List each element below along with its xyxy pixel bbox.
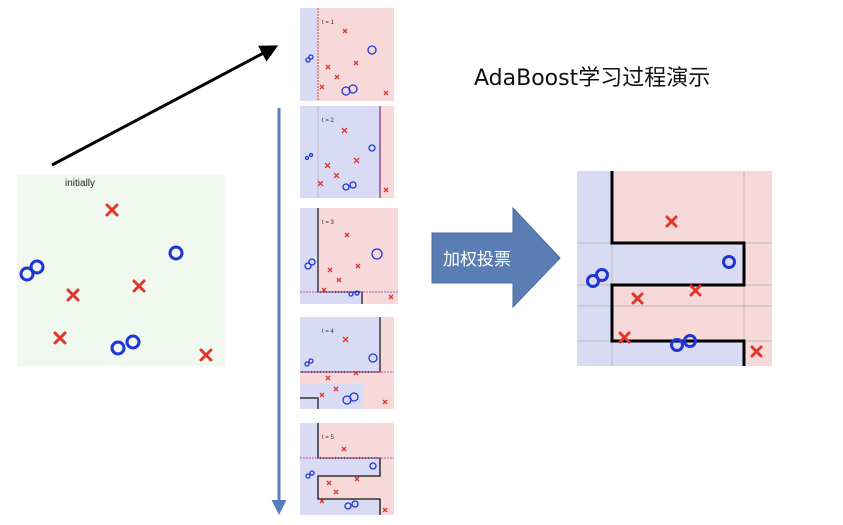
initial-panel — [17, 175, 225, 366]
initial-label: initially — [65, 178, 96, 189]
cross-marker — [53, 331, 67, 345]
step-panel-2 — [300, 106, 394, 198]
right-block-arrow-icon — [431, 206, 561, 309]
cross-marker — [199, 348, 213, 362]
cross-marker — [66, 288, 80, 302]
cross-marker — [132, 279, 146, 293]
step-panel-1 — [300, 8, 394, 101]
step-panel-3 — [300, 208, 398, 304]
initial-circles — [19, 245, 184, 356]
initial-crosses — [53, 203, 213, 362]
step-label: t = 3 — [322, 220, 334, 226]
step-3-header: t = 3 — [300, 208, 394, 228]
circle-marker — [110, 340, 126, 356]
step-label: t = 2 — [322, 118, 334, 124]
initial-panel-header: initially — [17, 175, 225, 195]
step-panel-4 — [300, 317, 394, 409]
circle-marker — [168, 245, 184, 261]
circle-marker — [29, 259, 45, 275]
circle-marker — [19, 266, 35, 282]
diagonal-arrow-icon — [51, 45, 279, 167]
step-panel-5 — [300, 423, 394, 515]
cross-marker — [105, 203, 119, 217]
step-4-header: t = 4 — [300, 317, 394, 337]
circle-marker — [125, 334, 141, 350]
final-classifier-panel — [577, 171, 772, 366]
step-1-header: t = 1 — [300, 8, 394, 28]
step-label: t = 5 — [322, 435, 334, 441]
vote-label: 加权投票 — [443, 250, 511, 270]
step-label: t = 4 — [322, 329, 334, 335]
step-2-header: t = 2 — [300, 106, 394, 126]
step-5-header: t = 5 — [300, 423, 394, 443]
page-title: AdaBoost学习过程演示 — [474, 66, 711, 91]
step-label: t = 1 — [322, 20, 334, 26]
